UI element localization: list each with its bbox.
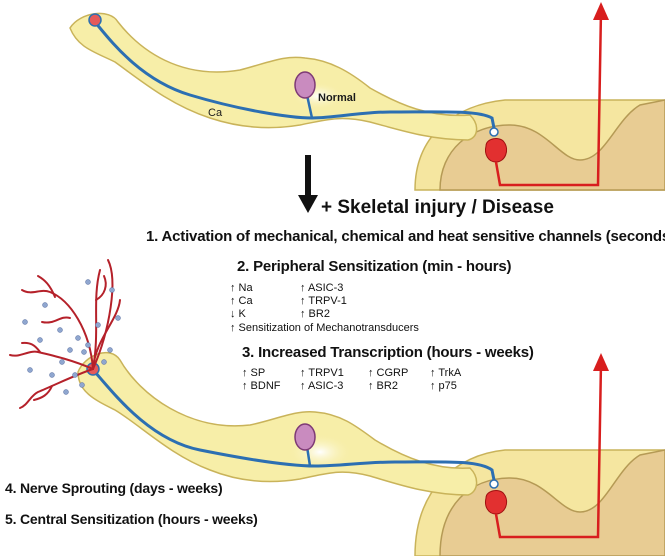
down-arrow [298, 155, 318, 213]
bottom-red-ascending-path [494, 361, 603, 539]
transcription-item: ↑ ASIC-3 [300, 380, 344, 392]
transcription-col1: ↑ SP ↑ BDNF [242, 367, 281, 393]
transcription-item: ↑ SP [242, 367, 266, 379]
bottom-synapse [485, 479, 508, 515]
transcription-item: ↑ TRPV1 [300, 367, 344, 379]
peripheral-col1: ↑ Na ↑ Ca ↓ K [230, 282, 253, 321]
top-red-ascending-path [494, 9, 603, 187]
ca-label: Ca [208, 107, 223, 119]
step2-heading: 2. Peripheral Sensitization (min - hours… [237, 258, 512, 275]
step3-heading: 3. Increased Transcription (hours - week… [242, 344, 534, 361]
transcription-col4: ↑ TrkA ↑ p75 [430, 367, 461, 393]
bottom-axon [93, 371, 496, 481]
peripheral-item: ↓ K [230, 308, 246, 320]
neurotransmitter-dots [22, 279, 121, 395]
peripheral-item: ↑ ASIC-3 [300, 282, 344, 294]
normal-label: Normal [318, 92, 356, 104]
injury-heading: + Skeletal injury / Disease [321, 197, 554, 218]
transcription-item: ↑ p75 [430, 380, 457, 392]
top-soma [294, 71, 316, 99]
peripheral-extra: ↑ Sensitization of Mechanotransducers [230, 322, 419, 334]
top-red-arrowhead [593, 2, 609, 20]
transcription-item: ↑ CGRP [368, 367, 409, 379]
top-axon [93, 21, 496, 129]
peripheral-item: ↑ Na [230, 282, 253, 294]
peripheral-item: ↑ BR2 [300, 308, 330, 320]
top-neuron-body [69, 12, 478, 141]
top-terminal-ending [88, 13, 102, 27]
transcription-col3: ↑ CGRP ↑ BR2 [368, 367, 408, 393]
top-synapse [485, 127, 508, 163]
step4-heading: 4. Nerve Sprouting (days - weeks) [5, 480, 223, 496]
top-spinal-cord [414, 99, 665, 191]
bottom-red-arrowhead [593, 353, 609, 371]
transcription-item: ↑ TrkA [430, 367, 462, 379]
peripheral-item: ↑ Ca [230, 295, 253, 307]
peripheral-col2: ↑ ASIC-3 ↑ TRPV-1 ↑ BR2 [300, 282, 347, 321]
step1-heading: 1. Activation of mechanical, chemical an… [146, 228, 665, 245]
transcription-item: ↑ BR2 [368, 380, 398, 392]
bottom-soma [294, 423, 316, 451]
top-soma-stalk [305, 94, 314, 119]
transcription-item: ↑ BDNF [242, 380, 281, 392]
step5-heading: 5. Central Sensitization (hours - weeks) [5, 511, 258, 527]
transcription-col2: ↑ TRPV1 ↑ ASIC-3 [300, 367, 344, 393]
peripheral-item: ↑ TRPV-1 [300, 295, 347, 307]
bottom-spinal-cord [414, 449, 665, 556]
